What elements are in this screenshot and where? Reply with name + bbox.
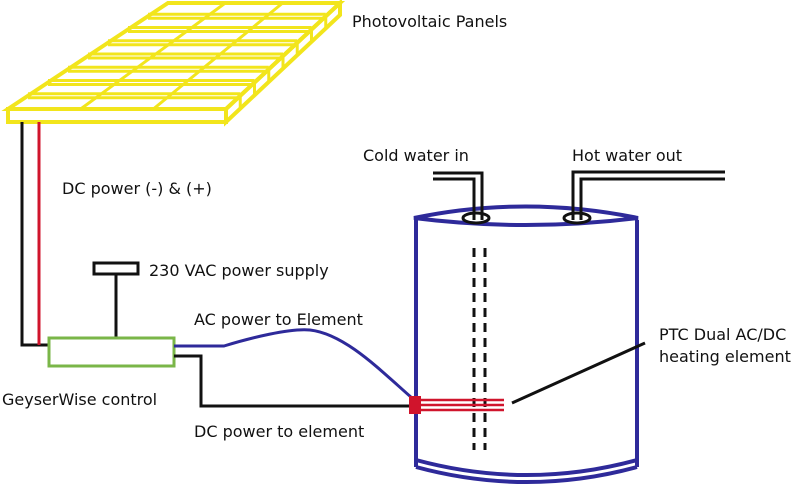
panel-side-face [224, 0, 342, 127]
label-hot-water-out: Hot water out [572, 146, 682, 165]
cold-water-pipe [433, 171, 484, 220]
label-element-line1: PTC Dual AC/DC [659, 325, 786, 344]
dip-tube [472, 248, 487, 450]
geyserwise-controller [47, 336, 176, 368]
tank-bottom-outer [415, 465, 638, 484]
label-dc-to-element: DC power to element [194, 422, 364, 441]
dc-negative-wire [20, 122, 48, 347]
hot-water-pipe [571, 170, 725, 220]
panel-side-ticks [238, 16, 328, 108]
photovoltaic-panel [1, 0, 346, 127]
ac-to-element-wire [174, 328, 413, 400]
label-ac-supply: 230 VAC power supply [149, 261, 329, 280]
tank-top [413, 204, 639, 227]
element-flange [409, 396, 421, 414]
tank-bottom-inner [415, 458, 638, 477]
label-ac-to-element: AC power to Element [194, 310, 363, 329]
heating-element [409, 396, 504, 414]
hot-outlet-port [562, 211, 592, 225]
panel-column-divider [152, 1, 284, 111]
cold-inlet-port [461, 211, 491, 225]
dc-to-element-wire [174, 354, 410, 408]
water-tank [413, 204, 639, 484]
label-cold-water-in: Cold water in [363, 146, 469, 165]
panel-column-divider [79, 1, 227, 111]
label-pv-panels: Photovoltaic Panels [352, 12, 507, 31]
element-leader-line [511, 341, 646, 405]
panel-cell-grid [28, 1, 326, 111]
label-dc-power: DC power (-) & (+) [62, 179, 212, 198]
ac-supply-plug [92, 261, 140, 276]
label-element-line2: heating element [659, 347, 791, 366]
panel-front-face [6, 107, 228, 124]
label-controller: GeyserWise control [2, 390, 157, 409]
